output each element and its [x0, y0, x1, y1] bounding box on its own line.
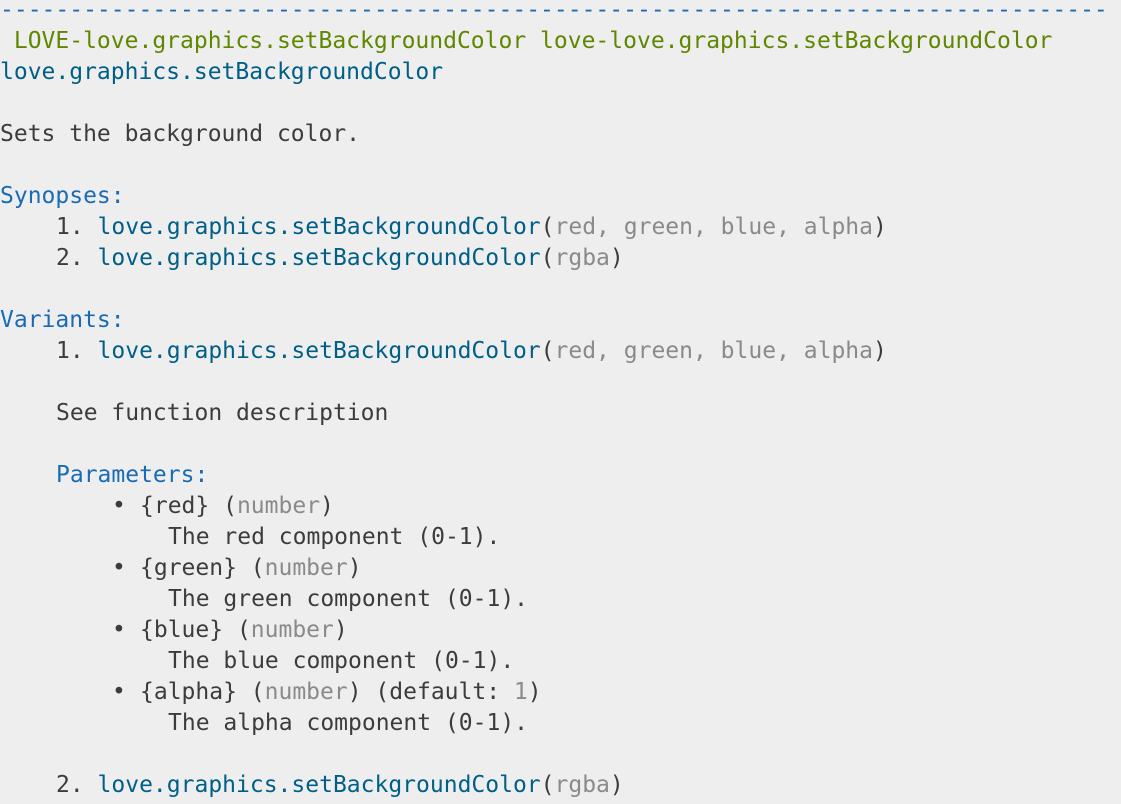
default-value: 1	[513, 679, 528, 705]
bullet-icon: •	[112, 493, 126, 519]
parameter-item: •{blue} (number)	[0, 615, 1121, 646]
parameter-item: •{alpha} (number) (default: 1)	[0, 677, 1121, 708]
parameter-description: The green component (0-1).	[168, 586, 529, 612]
variants-heading: Variants:	[0, 307, 125, 333]
parameter-item: •{green} (number)	[0, 553, 1121, 584]
bullet-icon: •	[112, 555, 126, 581]
parameter-item: •{red} (number)	[0, 491, 1121, 522]
synopsis-item: 2. love.graphics.setBackgroundColor(rgba…	[56, 245, 624, 271]
parameter-description: The alpha component (0-1).	[168, 710, 529, 736]
function-link[interactable]: love.graphics.setBackgroundColor	[97, 214, 541, 240]
separator-rule: ----------------------------------------…	[0, 0, 1108, 23]
synopses-heading: Synopses:	[0, 183, 125, 209]
function-description: Sets the background color.	[0, 121, 361, 147]
parameter-description: The blue component (0-1).	[168, 648, 515, 674]
function-link[interactable]: love.graphics.setBackgroundColor	[97, 245, 541, 271]
bullet-icon: •	[112, 617, 126, 643]
variant-item: 1. love.graphics.setBackgroundColor(red,…	[56, 338, 887, 364]
page-title: love.graphics.setBackgroundColor	[0, 59, 444, 85]
parameters-heading: Parameters:	[56, 462, 209, 488]
variant-description: See function description	[56, 400, 389, 426]
help-tags[interactable]: LOVE-love.graphics.setBackgroundColor lo…	[0, 28, 1053, 54]
function-link[interactable]: love.graphics.setBackgroundColor	[97, 772, 541, 798]
variant-item: 2. love.graphics.setBackgroundColor(rgba…	[56, 772, 624, 798]
synopsis-item: 1. love.graphics.setBackgroundColor(red,…	[56, 214, 887, 240]
function-link[interactable]: love.graphics.setBackgroundColor	[97, 338, 541, 364]
bullet-icon: •	[112, 679, 126, 705]
parameter-description: The red component (0-1).	[168, 524, 501, 550]
